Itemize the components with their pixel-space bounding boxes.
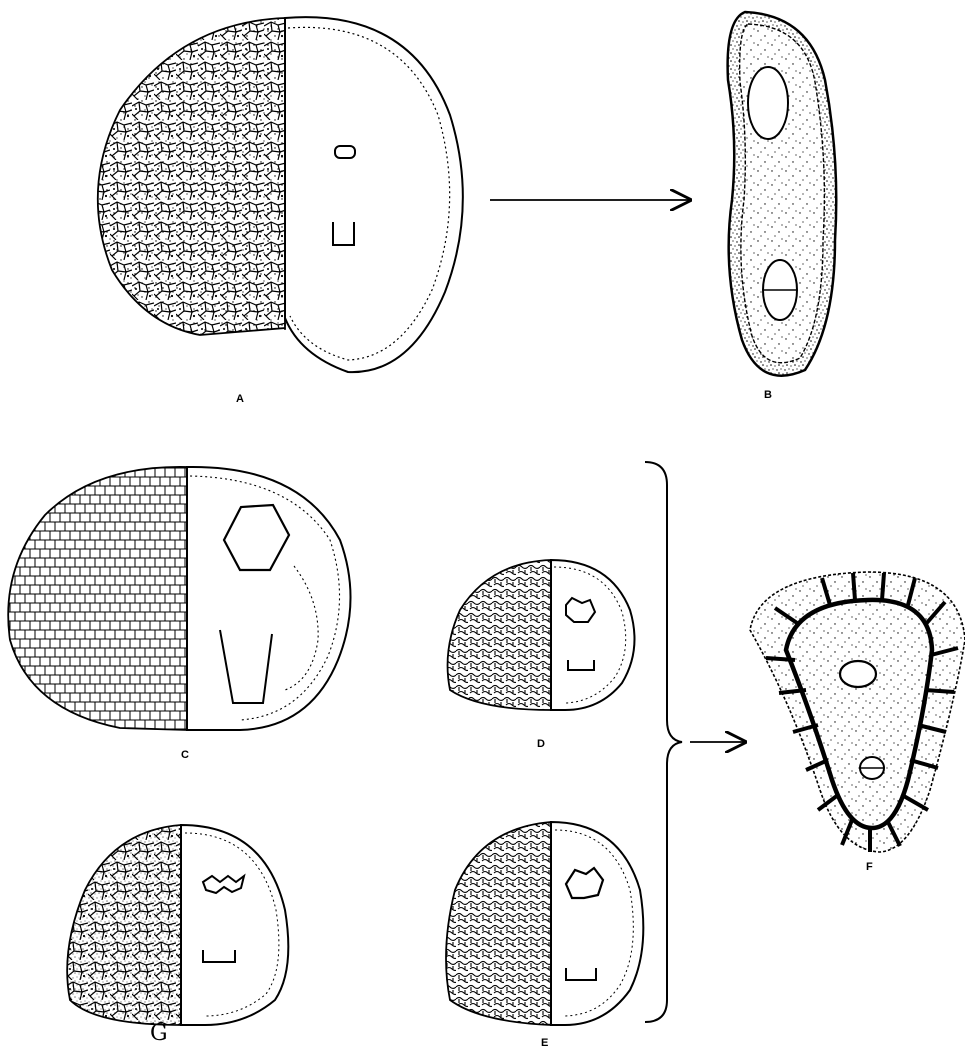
figure-e-pore [566, 868, 603, 898]
brace [645, 462, 682, 1022]
figure-f [750, 572, 965, 852]
figure-d-pore [566, 598, 595, 622]
figure-a-pore [335, 146, 355, 158]
figure-b [728, 12, 837, 376]
figure-g [67, 825, 288, 1025]
figure-f-upper-pore [840, 661, 876, 687]
figure-label-c: C [181, 749, 189, 761]
figure-c-cellular-half [8, 467, 187, 730]
figure-label-b: B [764, 389, 772, 401]
figure-label-a: A [236, 393, 244, 405]
figure-d [448, 560, 635, 710]
figure-label-e: E [541, 1037, 549, 1049]
figure-c-outline [187, 467, 351, 730]
figure-c [8, 467, 350, 730]
figure-e-outline [551, 822, 643, 1025]
figure-a-outline [285, 17, 463, 372]
figure-d-bracket [568, 660, 594, 670]
figure-label-g: G [150, 1021, 168, 1046]
figure-c-hexagon [224, 505, 289, 570]
figure-g-outline [181, 825, 288, 1025]
figure-g-pore [203, 876, 244, 893]
figure-e-textured-half [446, 822, 551, 1025]
figure-e-bracket [566, 968, 596, 980]
figure-e [446, 822, 643, 1025]
figure-a [98, 17, 463, 372]
figure-d-textured-half [448, 560, 551, 710]
figure-b-upper-pore [748, 67, 788, 139]
figure-a-bracket [333, 222, 354, 245]
figure-g-bracket [203, 950, 235, 962]
figure-label-d: D [537, 738, 545, 750]
figure-label-f: F [866, 861, 873, 873]
figure-d-outline [551, 560, 635, 710]
figure-a-inner-dots [288, 27, 450, 360]
figure-c-trapezoid [220, 630, 272, 703]
